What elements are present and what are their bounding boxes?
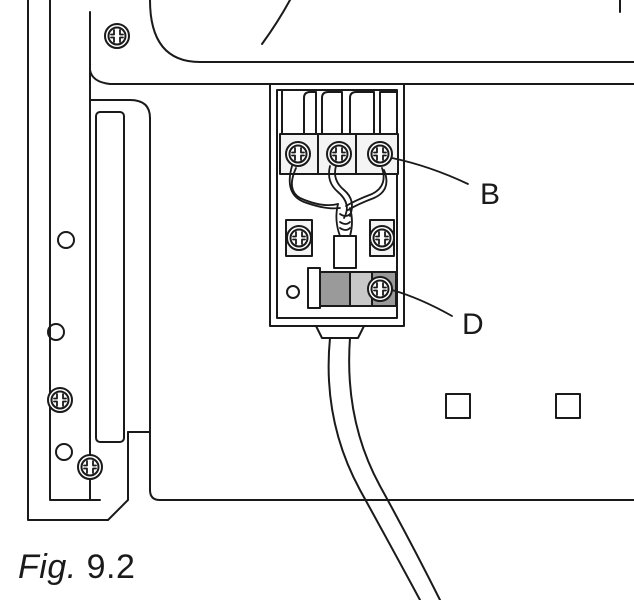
cable-clamp [307, 267, 397, 309]
panel-left-frame [27, 0, 129, 521]
appliance-back-panel [27, 0, 634, 521]
round-hole-icon [57, 231, 75, 249]
phillips-screw-icon [367, 141, 393, 167]
phillips-screw-icon [77, 454, 103, 480]
round-hole-icon [55, 443, 73, 461]
panel-top-member [89, 69, 271, 85]
square-slot-icon [555, 393, 581, 419]
phillips-screw-icon [367, 276, 393, 302]
mains-cable [327, 337, 441, 600]
callout-d-leader [391, 289, 453, 317]
caption-number: 9.2 [86, 548, 136, 586]
phillips-screw-icon [326, 141, 352, 167]
square-slot-icon [445, 393, 471, 419]
callout-b-label: B [480, 178, 500, 211]
cable-core [333, 235, 357, 269]
figure-caption: Fig. 9.2 [18, 548, 135, 587]
terminal-block [269, 83, 405, 339]
round-hole-icon [286, 285, 300, 299]
phillips-screw-icon [285, 141, 311, 167]
panel-top-curve [261, 0, 291, 45]
callout-leaders [391, 157, 469, 317]
panel-fixings [47, 23, 581, 480]
phillips-screw-icon [369, 225, 395, 251]
panel-left-inner-frame [49, 0, 101, 501]
cable-gland [315, 325, 365, 339]
caption-prefix: Fig. [18, 548, 77, 586]
phillips-screw-icon [104, 23, 130, 49]
rib-slot [95, 111, 125, 443]
callout-b-leader [391, 157, 469, 185]
phillips-screw-icon [286, 225, 312, 251]
callout-d-label: D [462, 308, 484, 341]
wires [288, 165, 388, 237]
round-hole-icon [47, 323, 65, 341]
phillips-screw-icon [47, 387, 73, 413]
panel-rib [89, 99, 151, 491]
panel-top-cutout [149, 0, 634, 63]
